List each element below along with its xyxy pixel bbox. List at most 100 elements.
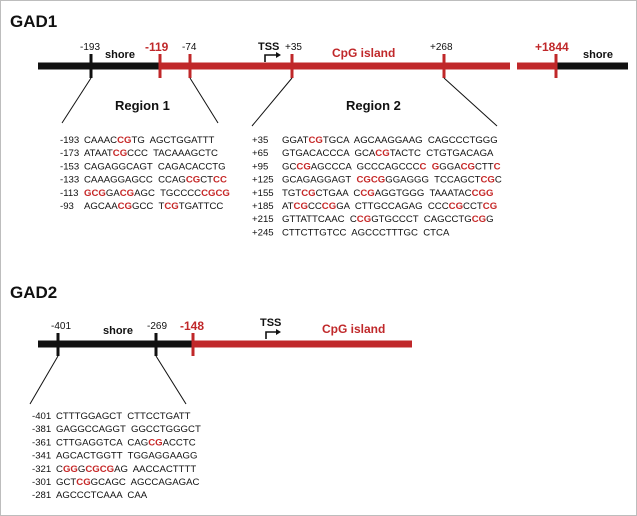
- cpg-site: CG: [360, 188, 374, 199]
- sequence-fragment: CCT: [463, 201, 483, 212]
- sequence-fragment: GCC T: [132, 201, 164, 212]
- gad2-zoom-line-left: [29, 355, 59, 405]
- cpg-site: C: [494, 161, 501, 172]
- cpg-site: CG: [113, 148, 127, 159]
- sequence-fragment: TGT: [282, 188, 301, 199]
- gad1-pos-minus193: -193: [80, 42, 100, 53]
- sequence-fragment: GGAT: [282, 135, 309, 146]
- gad2-tss-arrowhead-icon: [276, 329, 281, 335]
- sequence-position: -193: [60, 135, 79, 146]
- sequence-fragment: GGA: [439, 161, 461, 172]
- sequence-fragment: GGAGGG TCCAGCT: [385, 175, 480, 186]
- sequence-fragment: G: [486, 214, 493, 225]
- sequence-line: CTTTGGAGCT CTTCCTGATT: [56, 411, 191, 422]
- sequence-position: -401: [32, 411, 51, 422]
- sequence-fragment: CTTTGGAGCT CTTCCTGATT: [56, 411, 191, 422]
- sequence-position: +95: [252, 161, 268, 172]
- sequence-line: TGTCGCTGAA CCGAGGTGGG TAAATACCGG: [282, 188, 493, 199]
- sequence-fragment: CTTCTTGTCC AGCCCTTTGC CTCA: [282, 227, 450, 238]
- gad1-zoom-line-r1-right: [189, 77, 219, 124]
- gad1-shore-right-label: shore: [583, 49, 613, 61]
- cpg-site: CG: [148, 437, 162, 448]
- sequence-line: GGATCGTGCA AGCAAGGAAG CAGCCCTGGG: [282, 135, 498, 146]
- gad1-title: GAD1: [10, 12, 57, 31]
- cpg-site: C G: [420, 161, 440, 172]
- cpg-site: CGCG: [201, 188, 230, 199]
- sequence-position: +125: [252, 175, 274, 186]
- cpg-site: CG: [461, 161, 475, 172]
- sequence-position: -321: [32, 464, 51, 475]
- gad1-pos-plus1844: +1844: [535, 40, 569, 54]
- sequence-fragment: TGATTCC: [179, 201, 224, 212]
- sequence-line: AGCAACGGCC TCGTGATTCC: [84, 201, 223, 212]
- sequence-line: CAAACCGTG AGCTGGATTT: [84, 135, 215, 146]
- cpg-site: CGG: [472, 188, 494, 199]
- gad1-region1-title: Region 1: [115, 98, 170, 113]
- gad1-zoom-line-r2-left: [251, 77, 293, 127]
- sequence-fragment: AGGTGGG TAAATAC: [375, 188, 472, 199]
- cpg-site: CG: [294, 201, 308, 212]
- sequence-fragment: G: [78, 464, 85, 475]
- sequence-fragment: GCAGC AGCCAGAGAC: [91, 477, 200, 488]
- sequence-fragment: CAGAGGCAGT CAGACACCTG: [84, 161, 226, 172]
- sequence-fragment: AGC TGCCCC: [134, 188, 201, 199]
- cpg-site: CGCG: [356, 175, 385, 186]
- gad1-pos-minus119: -119: [145, 40, 169, 54]
- sequence-line: GCCGAGCCCA GCCCAGCCCC GGGACGCTTC: [282, 161, 501, 172]
- sequence-fragment: CC: [308, 201, 322, 212]
- sequence-fragment: CTT: [475, 161, 494, 172]
- cpg-site: CG: [357, 214, 371, 225]
- sequence-fragment: GTTATTCAAC C: [282, 214, 357, 225]
- cpg-site: CG: [481, 175, 495, 186]
- sequence-fragment: CCC TACAAAGCTC: [127, 148, 218, 159]
- sequence-fragment: CT: [200, 175, 213, 186]
- sequence-position: +155: [252, 188, 274, 199]
- sequence-position: -173: [60, 148, 79, 159]
- sequence-fragment: GCAGAGGAGT: [282, 175, 356, 186]
- sequence-fragment: GCT: [56, 477, 76, 488]
- sequence-line: CTTCTTGTCC AGCCCTTTGC CTCA: [282, 227, 450, 238]
- sequence-line: AGCCCTCAAA CAA: [56, 490, 148, 501]
- sequence-position: -341: [32, 451, 51, 462]
- sequence-line: ATCGCCCGGA CTTGCCAGAG CCCCGCCTCG: [282, 201, 497, 212]
- sequence-fragment: AGCACTGGTT TGGAGGAAGG: [56, 451, 197, 462]
- gad2-title: GAD2: [10, 283, 57, 302]
- sequence-position: -93: [60, 201, 74, 212]
- gad1-pos-plus35: +35: [285, 42, 302, 53]
- gad2-pos-minus148: -148: [180, 319, 204, 333]
- sequence-line: GCAGAGGAGT CGCGGGAGGG TCCAGCTCGC: [282, 175, 502, 186]
- gad1-tss-arrow-icon: [264, 54, 276, 62]
- sequence-line: GTTATTCAAC CCGGTGCCCT CAGCCTGCGG: [282, 214, 494, 225]
- sequence-fragment: C: [56, 464, 63, 475]
- sequence-fragment: AGCCCA GCCCAGCCC: [311, 161, 420, 172]
- sequence-fragment: GTGCCCT CAGCCTG: [371, 214, 472, 225]
- sequence-line: AGCACTGGTT TGGAGGAAGG: [56, 451, 197, 462]
- cpg-site: CG: [449, 201, 463, 212]
- cpg-site: GG: [63, 464, 78, 475]
- gad2-tss-label: TSS: [260, 317, 281, 329]
- gad2-pos-minus401: -401: [51, 321, 71, 332]
- gad1-pos-minus74: -74: [182, 42, 197, 53]
- sequence-fragment: GC: [282, 161, 296, 172]
- sequence-fragment: GTGACACCCA GCA: [282, 148, 376, 159]
- cpg-site: CG: [308, 135, 322, 146]
- sequence-line: GAGGCCAGGT GGCCTGGGCT: [56, 424, 201, 435]
- cpg-site: CGCG: [85, 464, 114, 475]
- gad1-cpg-label: CpG island: [332, 46, 395, 60]
- gad2-tss-arrow-icon: [265, 331, 276, 339]
- sequence-fragment: ATAAT: [84, 148, 113, 159]
- cpg-site: CG: [301, 188, 315, 199]
- cpg-site: CG: [296, 161, 310, 172]
- sequence-fragment: C: [495, 175, 502, 186]
- cpg-site: CG: [186, 175, 200, 186]
- cpg-site: CG: [375, 148, 389, 159]
- cpg-site: CG: [120, 188, 134, 199]
- sequence-position: +35: [252, 135, 268, 146]
- sequence-fragment: CTTGAGGTCA CAG: [56, 437, 148, 448]
- sequence-line: CGGGCGCGAG AACCACTTTT: [56, 464, 196, 475]
